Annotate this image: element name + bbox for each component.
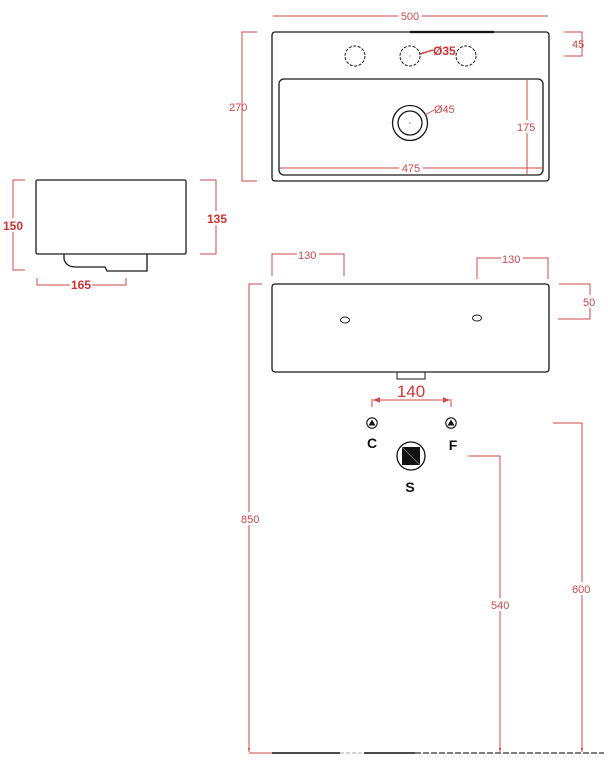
dim-width-500: 500 [401,11,419,23]
waste-stub-front [396,371,426,380]
dim-body-height-135: 135 [207,212,227,226]
waste-outlet-side [63,254,148,272]
dim-line-depth-270 [241,31,257,182]
hot-supply-label: C [367,435,377,451]
tap-hole-center [399,45,421,67]
dim-supply-spacing-140: 140 [397,382,425,401]
dim-waste-height-540: 540 [491,600,509,612]
waste-outlet-icon [396,441,426,471]
drain-inner [397,110,423,136]
fixing-hole-left [340,316,350,324]
basin-outline-side [35,179,187,255]
leader-drain-diameter [424,109,435,116]
dim-line-offset-45 [564,31,583,57]
hot-supply-icon [366,417,378,429]
side-view: 150 135 165 [2,179,227,292]
tap-hole-center-mark [409,55,411,57]
dim-rim-height-850: 850 [241,514,259,526]
tap-hole-left [344,45,366,67]
basin-outline-front [271,283,550,373]
dim-tap-diameter: Ø35 [433,44,456,58]
dim-bowl-depth-175: 175 [517,122,535,134]
front-view: 130 130 50 140 C F S [241,248,604,754]
dim-supply-height-600: 600 [572,584,590,596]
dim-width-165: 165 [71,278,91,292]
basin-outline-top [271,31,550,182]
cold-supply-label: F [449,437,458,453]
bowl-outline [278,78,544,176]
leader-tap-diameter [419,49,434,55]
drain-center-mark [409,122,411,124]
dim-height-150: 150 [3,219,23,233]
dim-offset-45: 45 [572,39,584,51]
dim-fixing-right-130: 130 [502,254,520,266]
fixing-hole-right [472,314,482,322]
waste-label: S [405,479,414,495]
cold-supply-icon [445,417,457,429]
dim-depth-270: 270 [229,102,247,114]
tap-hole-right [455,45,477,67]
dim-line-supply-600 [553,422,583,752]
top-view: 500 270 45 Ø35 Ø45 175 475 [229,9,584,182]
dim-line-waste-540 [468,455,501,752]
dim-line-rim-850 [248,283,262,752]
drain-outer [391,104,429,142]
dim-fixing-left-130: 130 [298,250,316,262]
dim-drain-diameter: Ø45 [434,104,455,116]
dim-fixing-height-50: 50 [583,297,595,309]
dim-bowl-width-475: 475 [402,163,420,175]
